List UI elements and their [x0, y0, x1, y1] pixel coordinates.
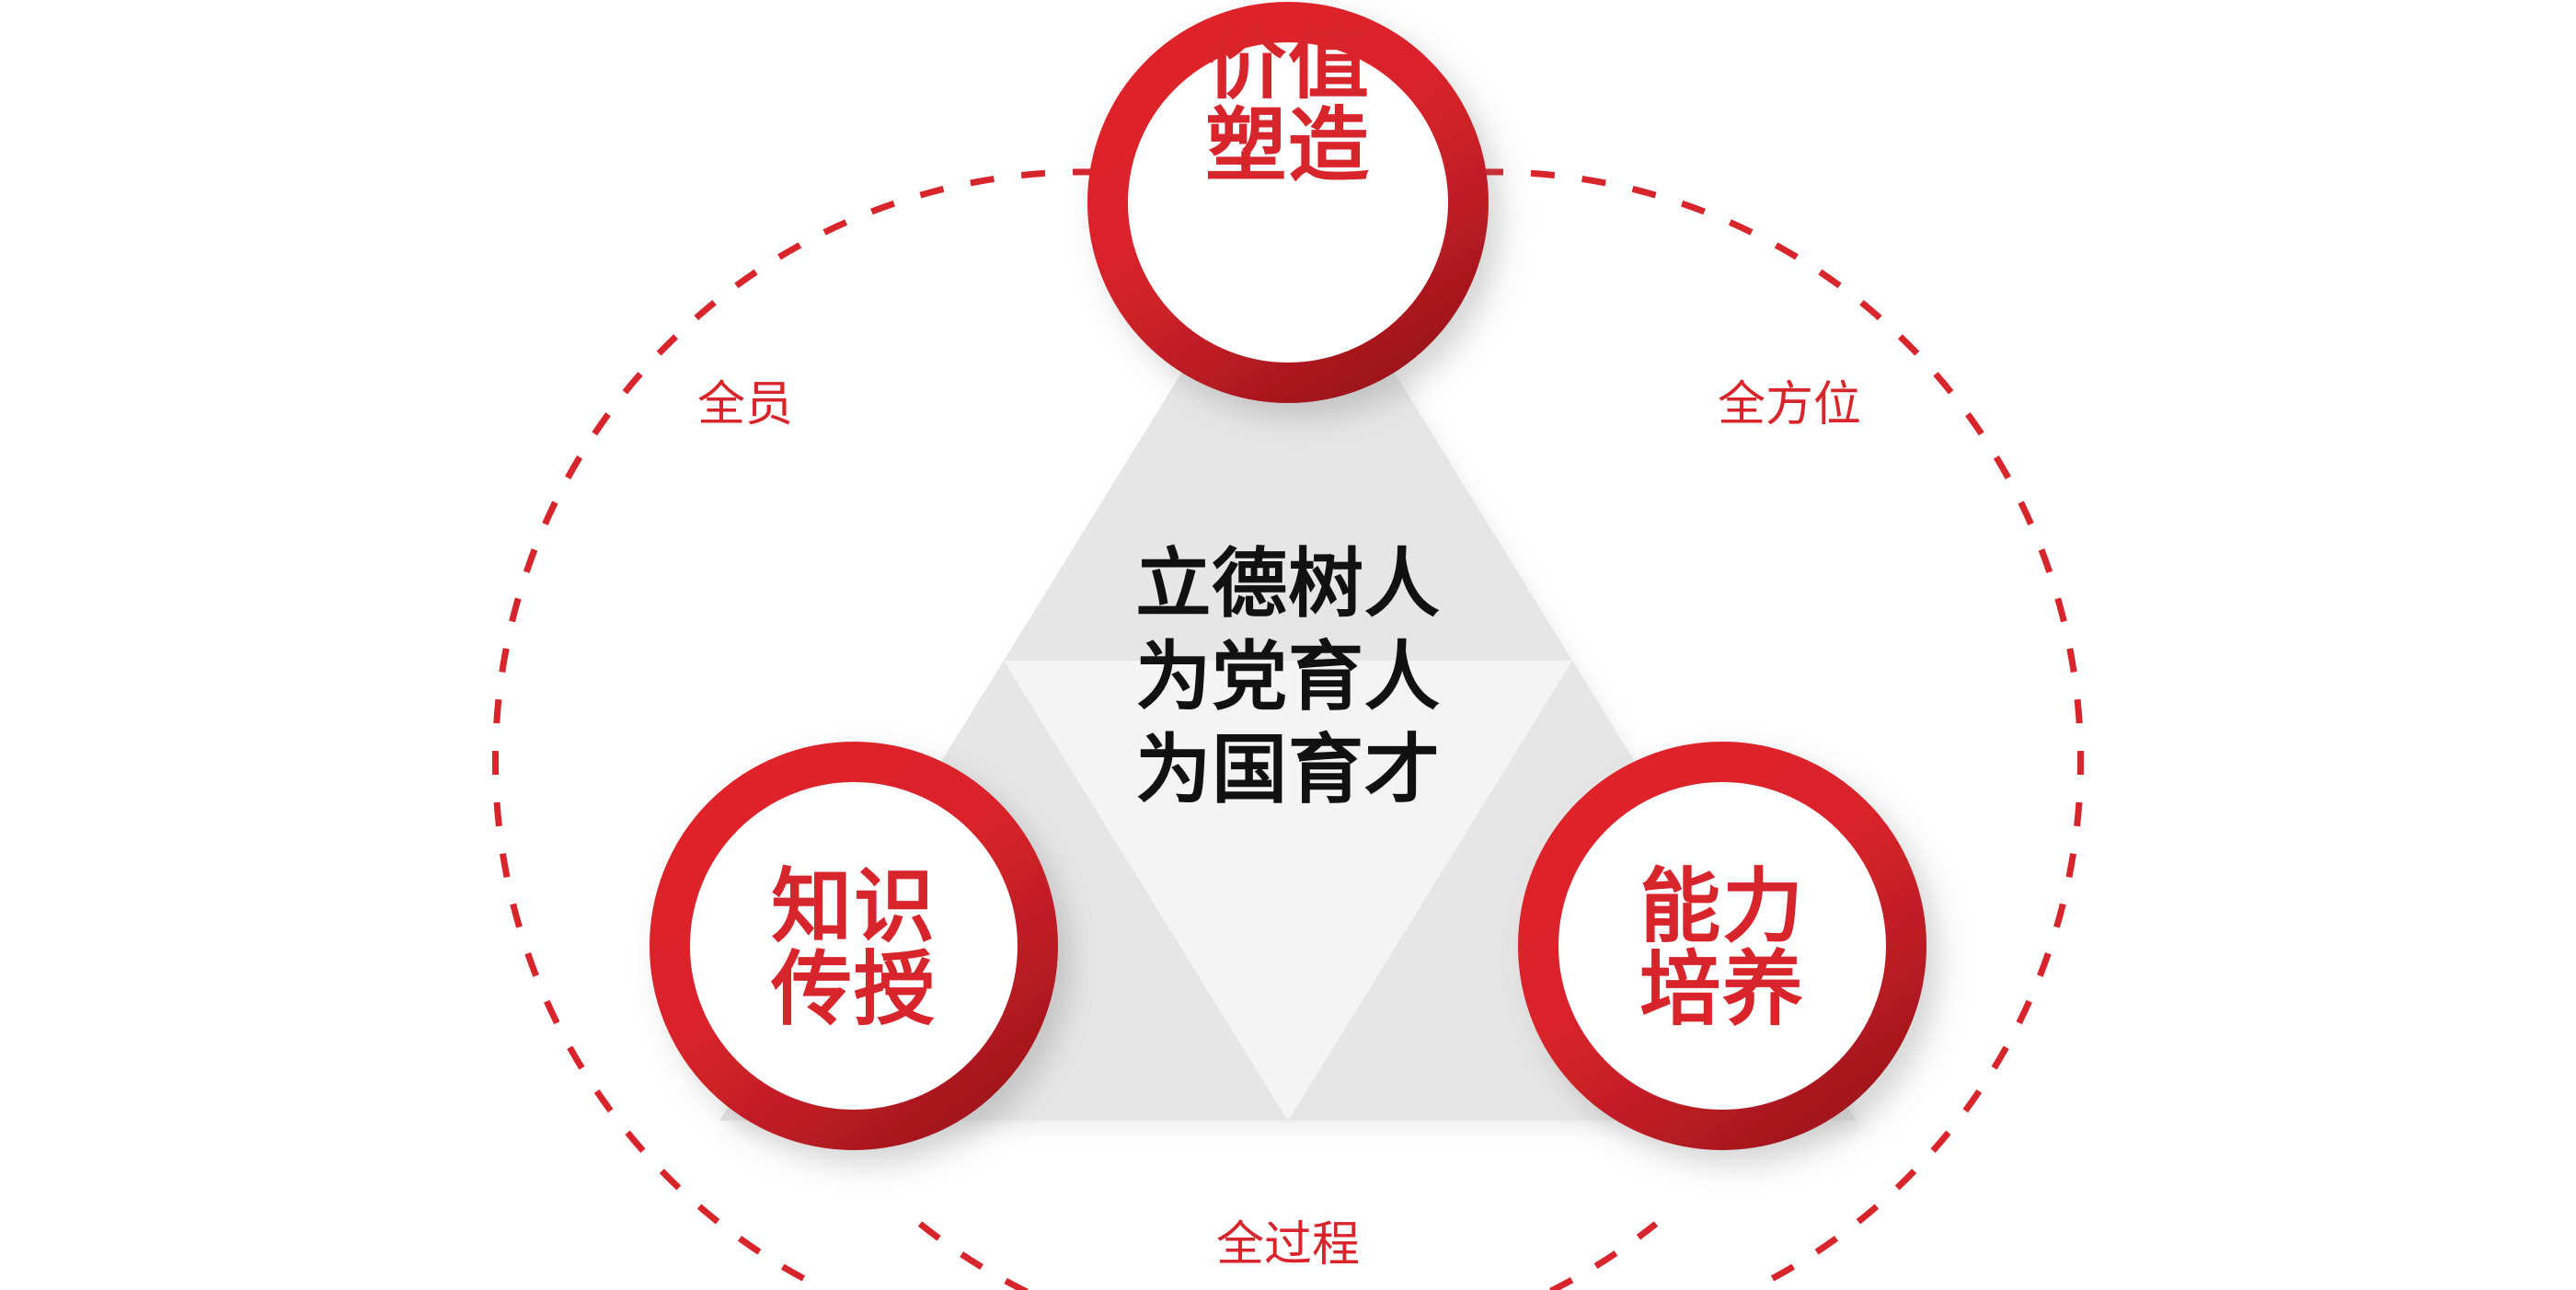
arc-label-all-staff: 全员: [696, 378, 794, 432]
center-motto: 立德树人 为党育人 为国育才: [1135, 542, 1441, 812]
node-label-value-shaping: 价值 塑造: [1205, 17, 1371, 190]
node-circle-bottom-right[interactable]: [1518, 742, 1926, 1150]
node-circle-bottom-left-ring: [650, 742, 1058, 1150]
dashed-arc-bottom: [917, 1221, 1659, 1290]
node-label-ability-cultivation: 能力 培养: [1639, 860, 1805, 1034]
dashed-circle-group: [491, 168, 2085, 1290]
node-circle-bottom-right-ring: [1518, 742, 1926, 1150]
node-circle-top-ring: [1087, 2, 1489, 403]
arc-label-all-process: 全过程: [1215, 1218, 1361, 1272]
dashed-arc-right: [1478, 168, 2085, 1285]
arc-label-all-round: 全方位: [1717, 378, 1862, 432]
node-circle-top[interactable]: [1087, 2, 1489, 403]
node-circle-bottom-left[interactable]: [650, 742, 1058, 1150]
triangle-sub-top: [1004, 201, 1572, 661]
dashed-arc-left: [491, 168, 1098, 1285]
triangle-center-inverted: [1004, 661, 1572, 1121]
node-label-knowledge-transfer: 知识 传授: [771, 860, 937, 1034]
